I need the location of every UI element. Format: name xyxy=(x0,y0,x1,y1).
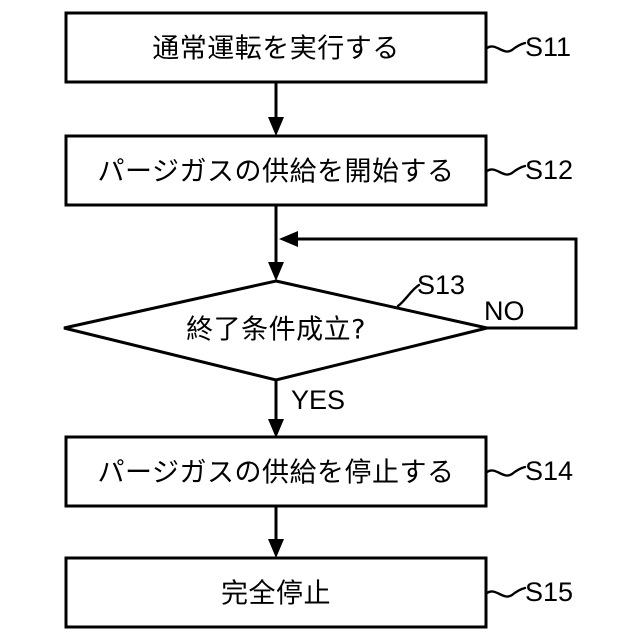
arrowhead-icon xyxy=(268,419,284,438)
node-s12-text: パージガスの供給を開始する xyxy=(98,157,455,188)
node-s12-box xyxy=(64,134,488,207)
step-label-s14: S14 xyxy=(525,456,573,486)
node-s15: 完全停止 xyxy=(64,556,488,629)
edge-s12-to-s13 xyxy=(268,205,284,281)
node-s11-box xyxy=(64,11,488,84)
step-leader-s12: S12 xyxy=(485,155,573,185)
branch-label-no: NO xyxy=(484,296,525,326)
squiggle-icon xyxy=(485,465,527,477)
node-s14-text: パージガスの供給を停止する xyxy=(98,458,455,489)
squiggle-icon xyxy=(485,41,527,53)
node-s13: 終了条件成立? xyxy=(63,279,488,382)
edge-s14-to-s15 xyxy=(268,506,284,558)
loopback-line xyxy=(292,237,578,330)
step-label-s11: S11 xyxy=(525,32,571,62)
arrowhead-icon xyxy=(268,262,284,281)
squiggle-icon xyxy=(485,164,527,176)
step-leader-s15: S15 xyxy=(485,577,573,607)
edge-s13-yes-to-s14 xyxy=(268,380,284,438)
node-s13-text: 終了条件成立? xyxy=(186,315,366,346)
squiggle-icon xyxy=(396,283,421,308)
node-s12: パージガスの供給を開始する xyxy=(64,134,488,207)
step-label-s15: S15 xyxy=(525,577,573,607)
branch-label-yes: YES xyxy=(291,385,345,415)
node-s15-text: 完全停止 xyxy=(221,579,331,610)
step-leader-s11: S11 xyxy=(485,32,571,62)
step-leader-s13: S13 xyxy=(396,270,465,308)
node-s11: 通常運転を実行する xyxy=(64,11,488,84)
step-label-s13: S13 xyxy=(417,270,465,300)
squiggle-icon xyxy=(485,586,527,598)
arrowhead-icon xyxy=(268,539,284,558)
arrowhead-icon xyxy=(279,231,298,247)
node-s15-box xyxy=(64,556,488,629)
step-label-s12: S12 xyxy=(525,155,573,185)
arrowhead-icon xyxy=(268,117,284,136)
edge-s13-no-loopback xyxy=(279,231,578,330)
node-s14: パージガスの供給を停止する xyxy=(64,435,488,508)
edge-s11-to-s12 xyxy=(268,82,284,136)
step-leader-s14: S14 xyxy=(485,456,573,486)
node-s11-text: 通常運転を実行する xyxy=(152,34,400,65)
